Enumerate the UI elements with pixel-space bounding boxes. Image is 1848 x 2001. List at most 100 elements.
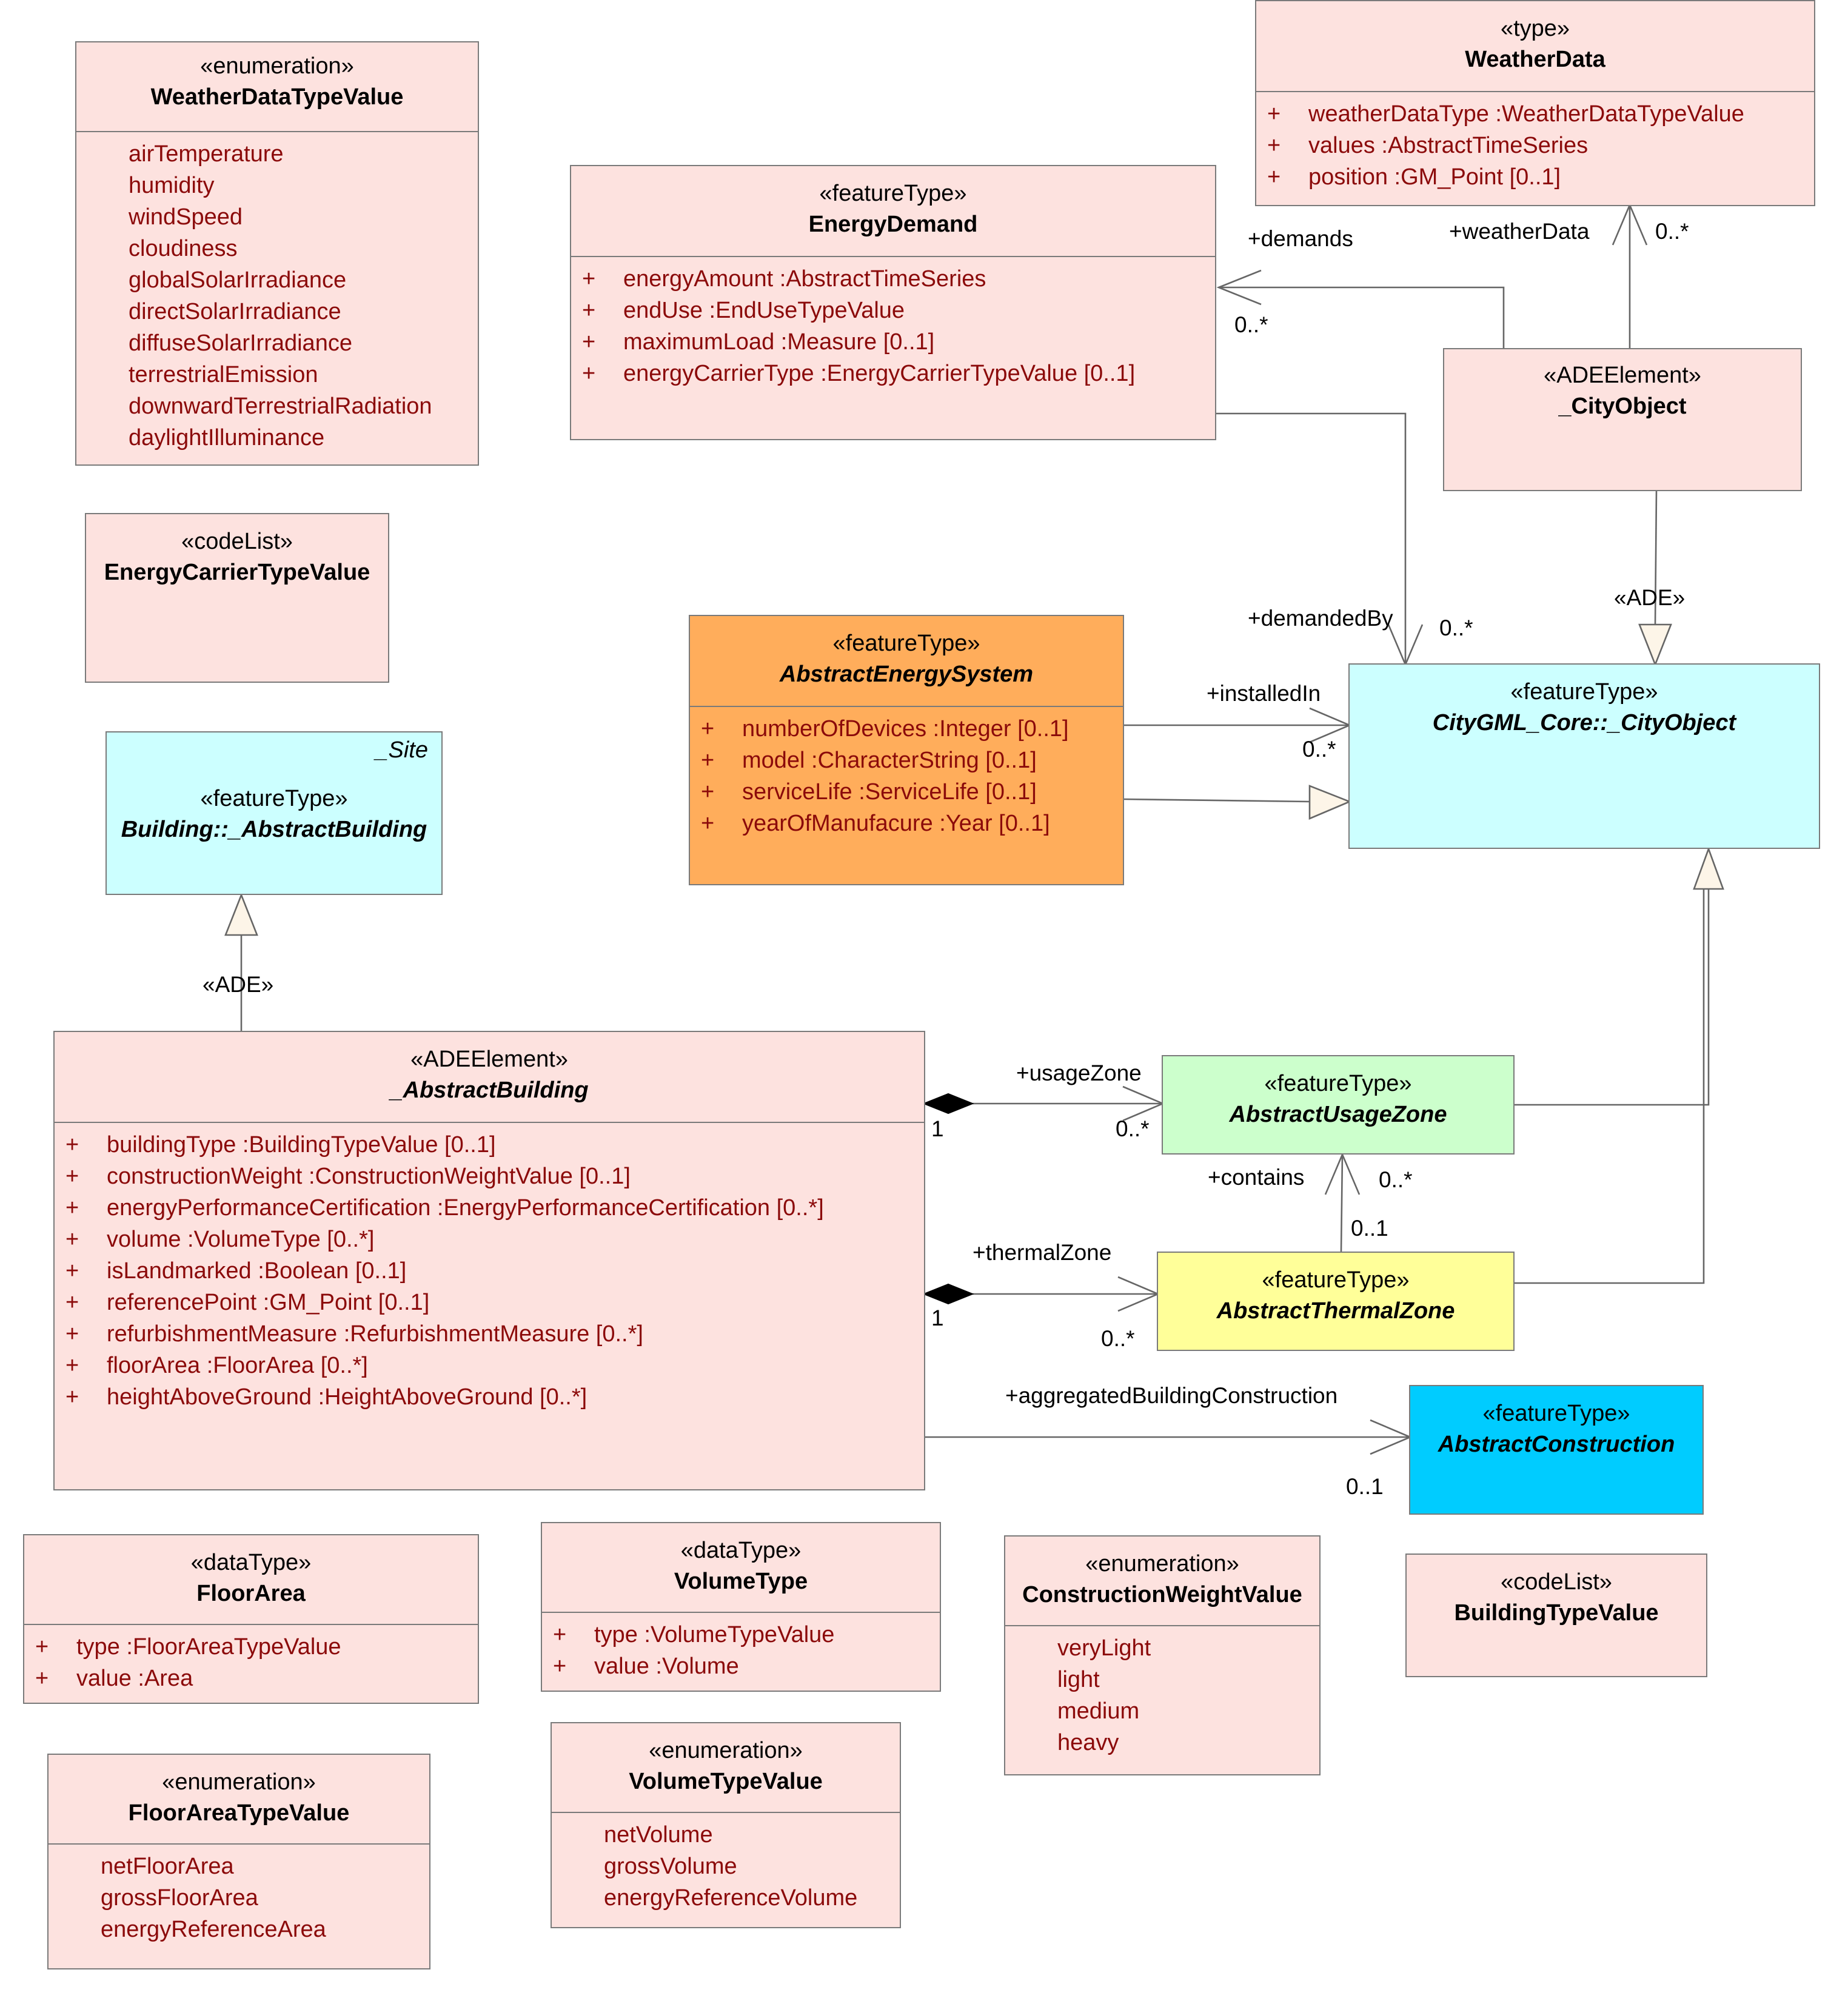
- stereotype: «codeList»: [1501, 1569, 1612, 1595]
- class-energy-demand[interactable]: «featureType» EnergyDemand +energyAmount…: [570, 165, 1216, 440]
- class-name: BuildingTypeValue: [1454, 1600, 1659, 1626]
- enum-literal: heavy: [1057, 1730, 1119, 1755]
- label-installed-in: +installedIn: [1207, 681, 1321, 706]
- class-ade-city-object[interactable]: «ADEElement» _CityObject: [1443, 348, 1802, 491]
- class-name: Building::_AbstractBuilding: [121, 817, 427, 842]
- enum-literal: humidity: [129, 173, 215, 198]
- enum-literal: netVolume: [604, 1822, 713, 1848]
- label-thermal-zone-one: 1: [931, 1306, 944, 1330]
- stereotype: «codeList»: [181, 529, 293, 554]
- enum-literal: grossVolume: [604, 1854, 737, 1879]
- stereotype: «enumeration»: [649, 1738, 803, 1763]
- class-name: _CityObject: [1558, 394, 1687, 419]
- class-abstract-energy-system[interactable]: «featureType» AbstractEnergySystem +numb…: [689, 615, 1124, 885]
- enum-literal: grossFloorArea: [101, 1885, 258, 1911]
- compartment-divider: [552, 1812, 900, 1813]
- edge-usage-zone-generalization: [1515, 846, 1724, 1106]
- label-thermal-zone: +thermalZone: [973, 1240, 1112, 1265]
- stereotype: «featureType»: [200, 786, 348, 811]
- edge-demands: [1216, 269, 1505, 348]
- attribute-row: +type :FloorAreaTypeValue: [35, 1634, 341, 1660]
- compartment-divider: [49, 1843, 429, 1845]
- class-building-type-value[interactable]: «codeList» BuildingTypeValue: [1405, 1554, 1707, 1677]
- stereotype: «dataType»: [190, 1550, 312, 1575]
- stereotype: «type»: [1500, 16, 1570, 41]
- class-building-abstract-building[interactable]: _Site «featureType» Building::_AbstractB…: [105, 731, 443, 895]
- class-floor-area-type-value[interactable]: «enumeration» FloorAreaTypeValue netFloo…: [47, 1754, 430, 1969]
- class-abstract-construction[interactable]: «featureType» AbstractConstruction: [1409, 1385, 1704, 1515]
- class-name: EnergyDemand: [808, 212, 978, 237]
- label-aggregated-multiplicity: 0..1: [1346, 1474, 1384, 1499]
- attribute-row: +model :CharacterString [0..1]: [701, 748, 1037, 773]
- enum-literal: energyReferenceVolume: [604, 1885, 858, 1911]
- label-demands-multiplicity: 0..*: [1234, 312, 1268, 337]
- edge-thermal-zone-generalization: [1513, 889, 1705, 1284]
- label-installed-in-multiplicity: 0..*: [1302, 737, 1336, 762]
- label-contains-multiplicity: 0..*: [1379, 1167, 1413, 1192]
- class-abstract-thermal-zone[interactable]: «featureType» AbstractThermalZone: [1157, 1252, 1515, 1351]
- compartment-divider: [1256, 91, 1814, 92]
- class-name: EnergyCarrierTypeValue: [104, 560, 370, 585]
- compartment-divider: [24, 1624, 478, 1625]
- edge-ade-city-object: [1638, 491, 1672, 667]
- class-weather-data-type-value[interactable]: «enumeration» WeatherDataTypeValue airTe…: [75, 41, 479, 466]
- edge-contains: [1324, 1152, 1361, 1252]
- label-ade-building: «ADE»: [203, 972, 274, 997]
- edge-weather-data: [1612, 203, 1648, 348]
- label-weather-data-multiplicity: 0..*: [1655, 219, 1689, 244]
- edge-thermal-zone: [922, 1276, 1160, 1312]
- class-name: _AbstractBuilding: [390, 1078, 589, 1103]
- class-ade-abstract-building[interactable]: «ADEElement» _AbstractBuilding +building…: [53, 1031, 925, 1490]
- stereotype: «enumeration»: [162, 1769, 316, 1795]
- label-usage-zone-one: 1: [931, 1116, 944, 1141]
- class-volume-type[interactable]: «dataType» VolumeType +type :VolumeTypeV…: [541, 1522, 941, 1692]
- class-name: AbstractThermalZone: [1216, 1298, 1455, 1324]
- enum-literal: windSpeed: [129, 204, 243, 230]
- attribute-row: +energyPerformanceCertification :EnergyP…: [65, 1195, 824, 1221]
- attribute-row: +buildingType :BuildingTypeValue [0..1]: [65, 1132, 496, 1158]
- class-energy-carrier-type-value[interactable]: «codeList» EnergyCarrierTypeValue: [85, 513, 389, 683]
- compartment-divider: [1005, 1625, 1319, 1626]
- enum-literal: veryLight: [1057, 1635, 1151, 1661]
- enum-literal: daylightIlluminance: [129, 425, 325, 451]
- edge-ade-building: [224, 893, 258, 1032]
- class-weather-data[interactable]: «type» WeatherData +weatherDataType :Wea…: [1255, 0, 1815, 206]
- attribute-row: +value :Area: [35, 1666, 193, 1691]
- label-weather-data: +weatherData: [1449, 219, 1590, 244]
- stereotype: «ADEElement»: [410, 1047, 568, 1072]
- class-name: WeatherDataTypeValue: [150, 84, 404, 110]
- attribute-row: +referencePoint :GM_Point [0..1]: [65, 1290, 430, 1315]
- attribute-row: +endUse :EndUseTypeValue: [582, 298, 905, 323]
- attribute-row: +refurbishmentMeasure :RefurbishmentMeas…: [65, 1321, 643, 1347]
- stereotype: «enumeration»: [200, 53, 354, 79]
- class-name: AbstractUsageZone: [1229, 1102, 1447, 1127]
- enum-literal: globalSolarIrradiance: [129, 267, 347, 293]
- class-construction-weight-value[interactable]: «enumeration» ConstructionWeightValue ve…: [1004, 1535, 1321, 1775]
- enum-literal: medium: [1057, 1698, 1140, 1724]
- class-name: WeatherData: [1465, 47, 1605, 72]
- class-floor-area[interactable]: «dataType» FloorArea +type :FloorAreaTyp…: [23, 1534, 479, 1704]
- class-name: ConstructionWeightValue: [1022, 1582, 1302, 1607]
- class-name: VolumeType: [674, 1569, 808, 1594]
- label-demanded-by-multiplicity: 0..*: [1439, 615, 1473, 640]
- stereotype: «ADEElement»: [1544, 363, 1701, 388]
- stereotype: «enumeration»: [1085, 1551, 1239, 1577]
- attribute-row: +type :VolumeTypeValue: [553, 1622, 835, 1647]
- class-name: AbstractEnergySystem: [779, 662, 1034, 687]
- compartment-divider: [55, 1122, 924, 1123]
- class-abstract-usage-zone[interactable]: «featureType» AbstractUsageZone: [1162, 1055, 1515, 1155]
- class-volume-type-value[interactable]: «enumeration» VolumeTypeValue netVolume …: [551, 1722, 901, 1928]
- edge-energy-system-generalization: [1123, 785, 1352, 820]
- attribute-row: +maximumLoad :Measure [0..1]: [582, 329, 935, 355]
- stereotype: «featureType»: [1264, 1071, 1412, 1096]
- class-name: AbstractConstruction: [1438, 1432, 1675, 1457]
- label-usage-zone: +usageZone: [1016, 1061, 1142, 1085]
- attribute-row: +isLandmarked :Boolean [0..1]: [65, 1258, 407, 1284]
- class-core-city-object[interactable]: «featureType» CityGML_Core::_CityObject: [1348, 663, 1820, 849]
- compartment-divider: [571, 256, 1215, 257]
- class-name: FloorAreaTypeValue: [128, 1800, 350, 1826]
- label-demands: +demands: [1248, 226, 1353, 251]
- attribute-row: +position :GM_Point [0..1]: [1267, 164, 1561, 190]
- attribute-row: +energyAmount :AbstractTimeSeries: [582, 266, 986, 292]
